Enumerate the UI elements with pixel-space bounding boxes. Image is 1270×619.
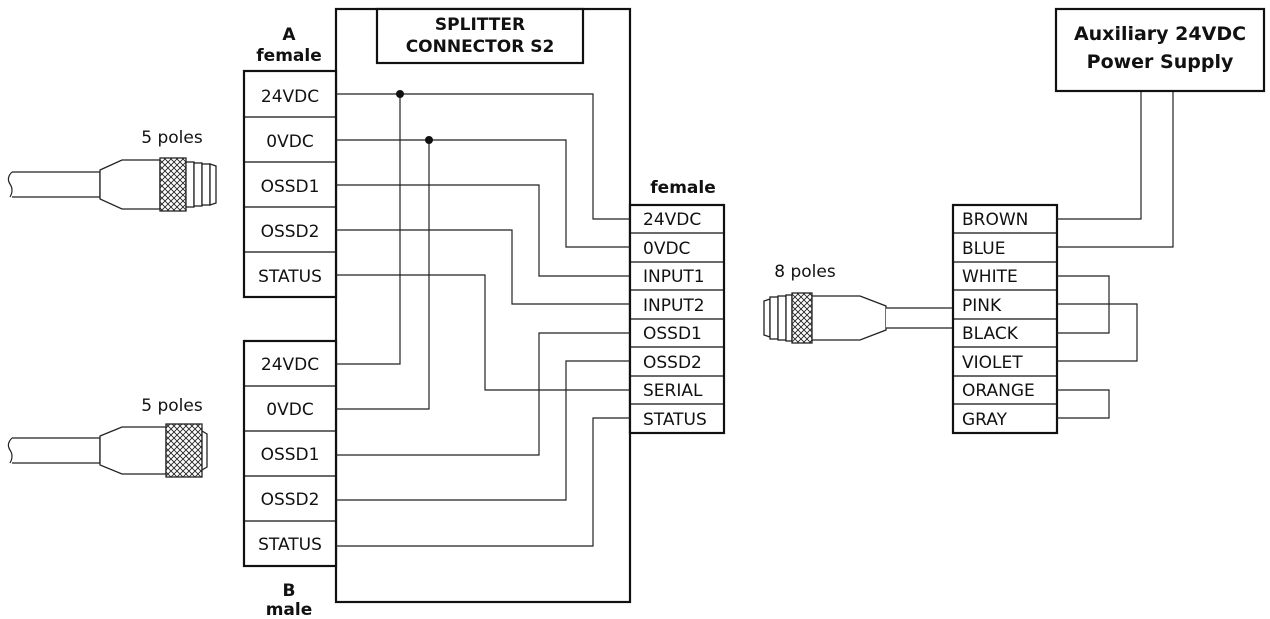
- connector-a-pin-4: OSSD2: [261, 222, 320, 242]
- cable-b-knurl-ring: [165, 423, 203, 478]
- external-wiring: [1057, 91, 1174, 419]
- connector-a-pin-5: STATUS: [258, 267, 322, 287]
- connector-a-pin-1: 24VDC: [261, 87, 319, 107]
- wire-color-6: VIOLET: [962, 353, 1023, 373]
- wire-color-2: BLUE: [962, 239, 1005, 259]
- wire-a-ossd1: [336, 184, 630, 277]
- connector-b-block: 24VDC 0VDC OSSD1 OSSD2 STATUS B male: [242, 339, 338, 619]
- connector-b-pin-1: 24VDC: [261, 355, 319, 375]
- output-pin-1: 24VDC: [643, 210, 701, 230]
- splitter-box: SPLITTER CONNECTOR S2: [334, 7, 632, 604]
- cable-a-5-poles: 5 poles: [7, 128, 217, 212]
- splitter-title-line1: SPLITTER: [435, 15, 525, 35]
- wire-b-ossd2: [336, 360, 630, 501]
- wire-color-5: BLACK: [962, 324, 1019, 344]
- wire-b-status: [336, 417, 630, 547]
- output-connector-block: female 24VDC 0VDC INPUT1 INPUT2 OSSD1 OS…: [628, 178, 726, 435]
- cable-8-poles: 8 poles: [763, 262, 954, 344]
- wire-b-ossd1: [336, 332, 630, 456]
- wire-b-24vdc: [336, 94, 401, 365]
- wire-a-status: [336, 274, 630, 391]
- output-pin-2: 0VDC: [643, 239, 690, 259]
- output-pin-7: SERIAL: [643, 381, 703, 401]
- power-supply-box: Auxiliary 24VDC Power Supply: [1054, 7, 1266, 93]
- connector-b-gender: male: [266, 600, 313, 619]
- splitter-title-line2: CONNECTOR S2: [406, 37, 555, 57]
- wire-brown-to-supply: [1057, 91, 1142, 220]
- junction-0vdc: [425, 136, 433, 144]
- wire-color-1: BROWN: [962, 210, 1028, 230]
- cable-b-poles-label: 5 poles: [141, 396, 203, 416]
- cable-8-knurl-ring: [791, 292, 813, 344]
- bridge-orange-gray: [1057, 389, 1110, 419]
- output-pin-6: OSSD2: [643, 353, 702, 373]
- connector-b-pin-3: OSSD1: [261, 445, 320, 465]
- cable-8-poles-label: 8 poles: [774, 262, 836, 282]
- connector-b-pin-2: 0VDC: [266, 400, 313, 420]
- bridge-pink-violet: [1057, 303, 1138, 362]
- wire-b-0vdc: [336, 140, 430, 410]
- connector-a-pin-3: OSSD1: [261, 177, 320, 197]
- wire-a-24vdc: [336, 93, 630, 220]
- connector-b-letter: B: [283, 581, 296, 601]
- color-block: BROWN BLUE WHITE PINK BLACK VIOLET ORANG…: [951, 203, 1059, 435]
- internal-wiring: [336, 90, 630, 547]
- connector-a-block: A female 24VDC 0VDC OSSD1 OSSD2 STATUS: [242, 25, 338, 299]
- junction-24vdc: [396, 90, 404, 98]
- cable-a-knurl-ring: [159, 157, 187, 212]
- cable-a-poles-label: 5 poles: [141, 128, 203, 148]
- power-supply-line2: Power Supply: [1087, 51, 1234, 73]
- connector-a-letter: A: [282, 25, 296, 45]
- wire-color-3: WHITE: [962, 267, 1018, 287]
- wire-color-8: GRAY: [962, 410, 1008, 430]
- connector-a-pin-2: 0VDC: [266, 132, 313, 152]
- connector-b-pin-4: OSSD2: [261, 490, 320, 510]
- output-pin-5: OSSD1: [643, 324, 702, 344]
- cable-b-5-poles: 5 poles: [7, 396, 208, 478]
- wire-a-0vdc: [336, 139, 630, 248]
- wire-a-ossd2: [336, 229, 630, 305]
- wire-blue-to-supply: [1057, 91, 1174, 248]
- output-connector-gender: female: [650, 178, 715, 198]
- output-pin-3: INPUT1: [643, 267, 705, 287]
- wire-color-7: ORANGE: [962, 381, 1035, 401]
- wire-color-4: PINK: [962, 296, 1002, 316]
- output-pin-8: STATUS: [643, 410, 707, 430]
- output-pin-4: INPUT2: [643, 296, 705, 316]
- power-supply-line1: Auxiliary 24VDC: [1074, 23, 1246, 45]
- connector-b-pin-5: STATUS: [258, 535, 322, 555]
- connector-a-gender: female: [256, 46, 321, 66]
